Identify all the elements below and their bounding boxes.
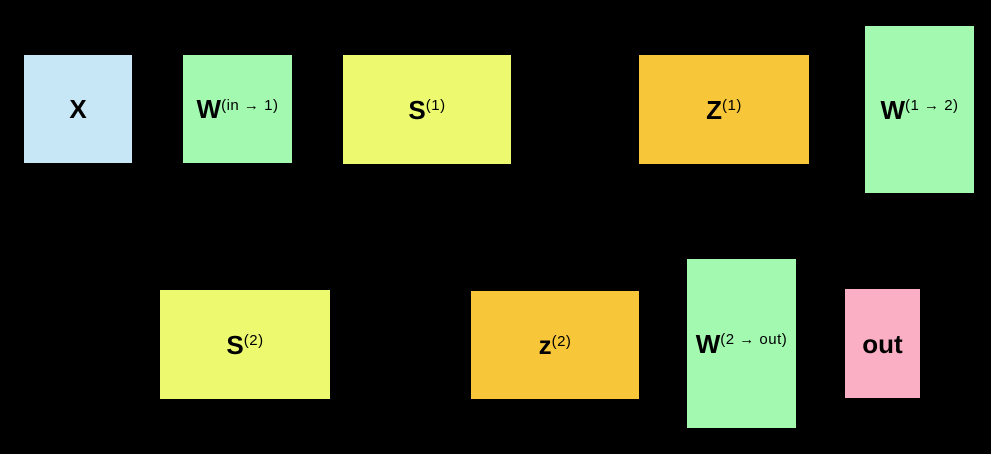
- matrix-label-w-in-1: W(in → 1): [196, 94, 279, 124]
- matrix-box-x: X: [22, 53, 134, 165]
- matrix-label-s-1: S(1): [408, 94, 446, 125]
- matrix-box-w-2-out: W(2 → out): [685, 257, 798, 430]
- matrix-label-z-1: Z(1): [706, 94, 742, 125]
- matrix-box-s-2: S(2): [158, 288, 332, 401]
- matrix-box-s-1: S(1): [341, 53, 513, 166]
- matrix-box-out: out: [843, 287, 922, 400]
- matrix-label-w-2-out: W(2 → out): [695, 328, 788, 359]
- matrix-box-z-2: z(2): [469, 289, 641, 401]
- matrix-label-out: out: [862, 328, 903, 359]
- matrix-label-s-2: S(2): [226, 329, 264, 360]
- matrix-label-x: X: [69, 94, 87, 124]
- matrix-label-w-1-2: W(1 → 2): [880, 94, 959, 125]
- matrix-box-w-1-2: W(1 → 2): [863, 24, 976, 195]
- matrix-box-z-1: Z(1): [637, 53, 811, 166]
- matrix-box-w-in-1: W(in → 1): [181, 53, 294, 165]
- matrix-label-z-2: z(2): [538, 330, 572, 360]
